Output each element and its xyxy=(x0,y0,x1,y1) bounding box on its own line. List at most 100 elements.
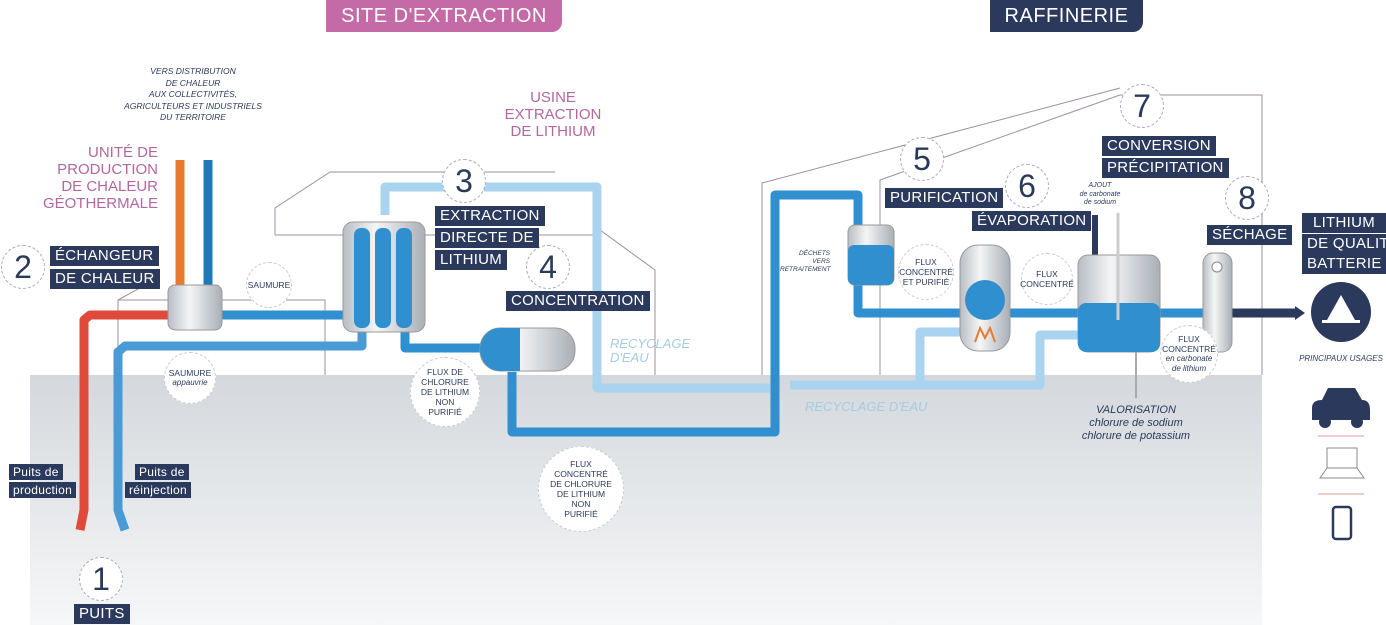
product-arrow-icon xyxy=(1295,306,1305,320)
plant-line: DE LITHIUM xyxy=(510,123,596,140)
note-line: chlorure de potassium xyxy=(1081,430,1191,442)
reinjection-well-label: réinjection xyxy=(125,482,191,498)
bubble-text: FLUX xyxy=(915,257,937,267)
extraction-tank xyxy=(342,221,426,333)
bubble-text: SAUMURE xyxy=(168,368,212,378)
bubble-text: DE LITHIUM xyxy=(556,489,606,499)
production-pipe xyxy=(75,310,175,531)
laptop-icon xyxy=(1319,447,1365,479)
step-number-5: 5 xyxy=(900,137,944,181)
bubble-text: PURIFIÉ xyxy=(564,509,598,519)
site-extraction-header: SITE D'EXTRACTION xyxy=(326,0,562,32)
step-label-extraction: EXTRACTION xyxy=(435,206,545,226)
recycle-pipe-precip xyxy=(920,330,1078,390)
bubble-text: CONCENTRÉ xyxy=(1020,279,1074,289)
main-uses-label: PRINCIPAUX USAGES xyxy=(1299,354,1383,363)
bubble-text: FLUX DE xyxy=(427,367,463,377)
heat-exchanger xyxy=(167,284,223,331)
note-line: de carbonate xyxy=(1079,190,1121,198)
note-line: VERS xyxy=(812,258,830,265)
step-label-echangeur: ÉCHANGEUR xyxy=(50,246,159,266)
note-line: de sodium xyxy=(1083,199,1117,206)
bubble-text: en carbonate xyxy=(1165,354,1213,363)
bubble-text: CONCENTRÉ xyxy=(554,469,608,479)
step-number-1: 1 xyxy=(79,557,123,601)
step-label-extraction: LITHIUM xyxy=(435,250,508,270)
step-label-precipitation: PRÉCIPITATION xyxy=(1102,158,1229,178)
bubble-text: PURIFIÉ xyxy=(428,407,462,417)
note-line: VALORISATION xyxy=(1096,404,1176,416)
step-label-extraction: DIRECTE DE xyxy=(435,228,539,248)
recycling-label-lower: RECYCLAGE D'EAU xyxy=(805,399,928,414)
refinery-header: RAFFINERIE xyxy=(990,0,1143,32)
purification-tank xyxy=(847,224,895,286)
lithium-powder-icon xyxy=(1311,282,1371,342)
concentration-tank xyxy=(479,327,576,372)
step-label-concentration: CONCENTRATION xyxy=(506,291,650,311)
reinjection-pipe xyxy=(113,330,367,532)
step-label-conversion: CONVERSION xyxy=(1102,136,1216,156)
product-label: LITHIUM xyxy=(1302,213,1386,233)
precipitation-reactor xyxy=(1077,213,1161,353)
note-line: chlorure de sodium xyxy=(1089,417,1183,429)
step-number-2: 2 xyxy=(1,245,45,289)
heat-unit-title: UNITÉ DE PRODUCTION DE CHALEUR GÉOTHERMA… xyxy=(43,144,158,212)
bubble-text: appauvrie xyxy=(172,378,208,387)
note-line: AUX COLLECTIVITÉS, xyxy=(148,89,238,99)
step-label-echangeur: DE CHALEUR xyxy=(50,269,160,289)
step-number-4: 4 xyxy=(526,245,570,289)
purified-pipe xyxy=(853,285,962,318)
bubble-text: de lithium xyxy=(1171,364,1207,373)
step-number-3: 3 xyxy=(442,159,486,203)
note-line: AJOUT xyxy=(1088,182,1112,189)
bubble-text: CHLORURE xyxy=(421,377,469,387)
note-line: AGRICULTEURS ET INDUSTRIELS xyxy=(124,100,262,111)
note-line: DU TERRITOIRE xyxy=(160,112,226,122)
heat-unit-line: GÉOTHERMALE xyxy=(42,195,158,212)
lithium-chloride-pipe xyxy=(400,332,490,353)
bubble-saumure: SAUMURE xyxy=(246,262,292,308)
concentrate-pipe xyxy=(507,190,863,437)
step-label-evaporation: ÉVAPORATION xyxy=(972,211,1092,231)
ground xyxy=(30,375,1262,625)
recycling-line: D'EAU xyxy=(610,350,649,365)
recycle-pipe xyxy=(380,182,770,393)
dryer xyxy=(1202,252,1233,353)
bubble-text: FLUX xyxy=(1178,334,1200,344)
plant-line: USINE xyxy=(530,89,576,106)
bubble-text: ET PURIFIÉ xyxy=(902,277,950,287)
note-line: DÉCHETS xyxy=(798,250,830,257)
bubble-text: DE CHLORURE xyxy=(550,479,612,489)
reinjection-well-label: Puits de xyxy=(135,464,189,480)
smartphone-icon xyxy=(1331,505,1353,541)
heat-unit-line: UNITÉ DE xyxy=(87,144,158,161)
electric-car-icon xyxy=(1312,388,1370,428)
note-line: VERS DISTRIBUTION xyxy=(150,66,236,76)
step-number-8: 8 xyxy=(1225,176,1269,220)
step-label-purification: PURIFICATION xyxy=(885,188,1004,208)
product-label: DE QUALITÉ xyxy=(1302,234,1386,254)
step-label-puits: PUITS xyxy=(74,604,130,624)
step-number-6: 6 xyxy=(1005,164,1049,208)
recycling-line: RECYCLAGE xyxy=(610,336,691,351)
note-line: RETRAITEMENT xyxy=(780,266,831,273)
production-well-label: Puits de xyxy=(9,464,63,480)
note-line: DE CHALEUR xyxy=(165,77,221,88)
bubble-text: NON xyxy=(571,499,591,509)
plant-line: EXTRACTION xyxy=(504,106,602,123)
recycle-pipe-refinery xyxy=(790,327,960,390)
bubble-text: DE LITHIUM xyxy=(420,387,470,397)
bubble-text: CONCENTRÉ xyxy=(1162,344,1216,354)
bubble-text: FLUX xyxy=(1036,269,1058,279)
